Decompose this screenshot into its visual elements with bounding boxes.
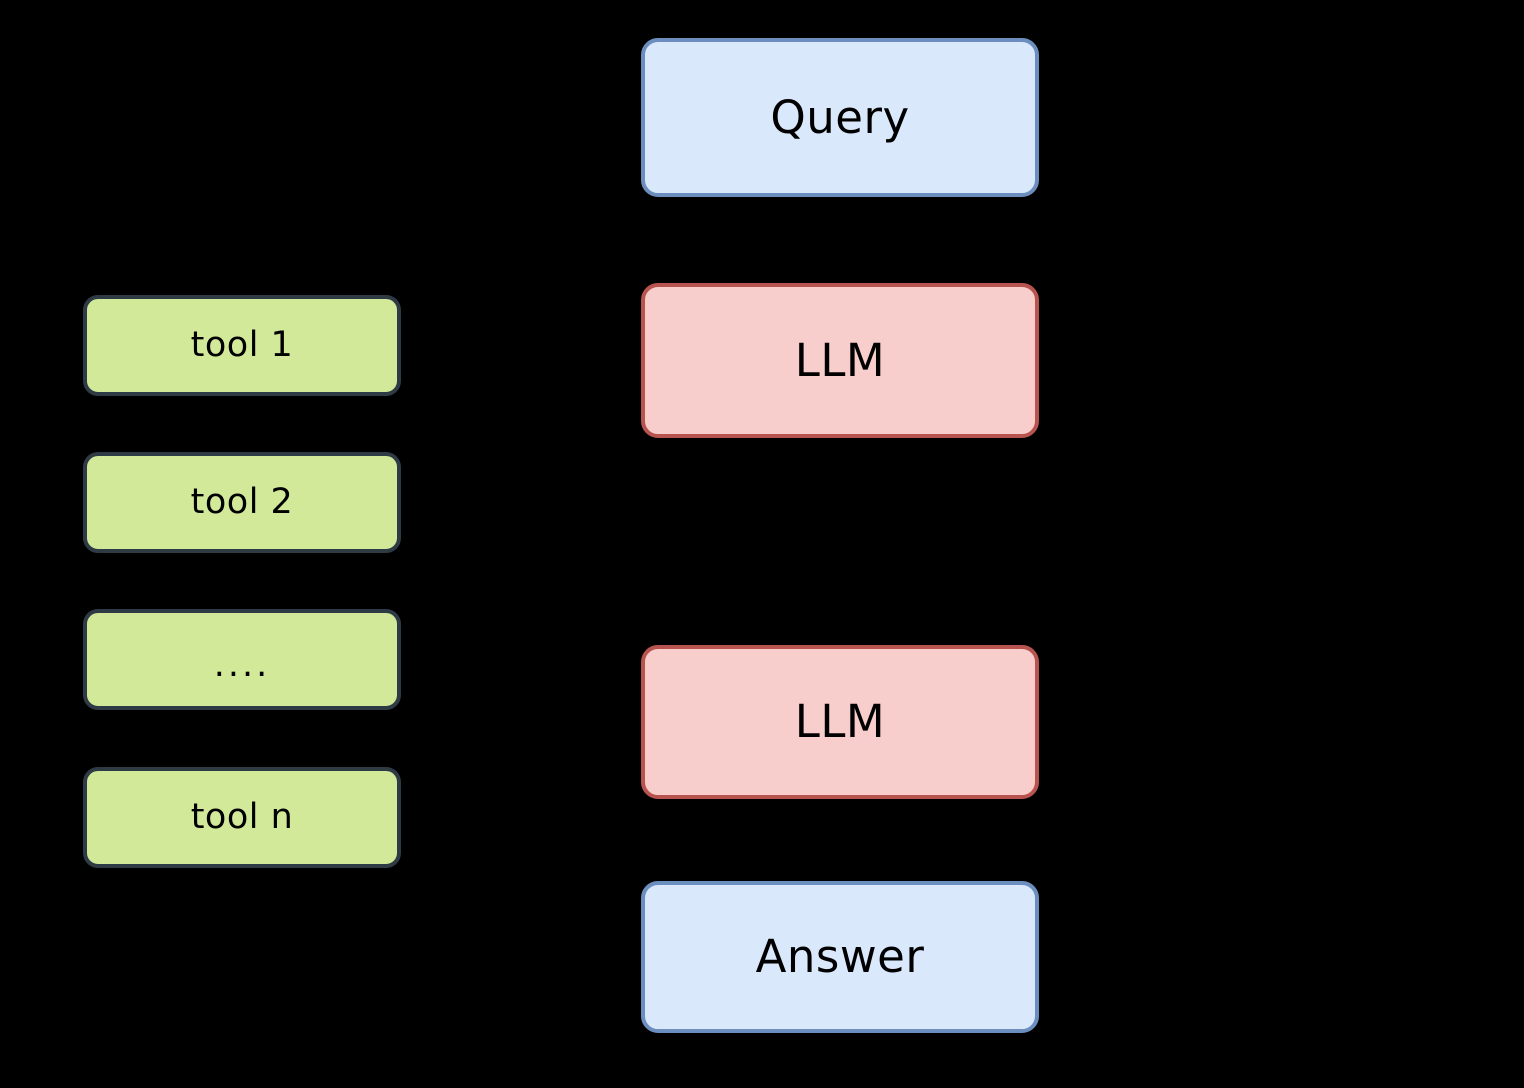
tool-node-ellipsis[interactable]: .... (83, 609, 401, 710)
answer-node-label: Answer (755, 930, 925, 984)
query-node-label: Query (770, 90, 910, 144)
answer-node[interactable]: Answer (641, 881, 1039, 1033)
tool-node-n[interactable]: tool n (83, 767, 401, 868)
llm-node-1-label: LLM (794, 333, 886, 387)
llm-node-2[interactable]: LLM (641, 645, 1039, 799)
tool-node-2-label: tool 2 (190, 482, 294, 523)
tool-node-2[interactable]: tool 2 (83, 452, 401, 553)
llm-node-2-label: LLM (794, 695, 886, 749)
llm-node-1[interactable]: LLM (641, 283, 1039, 438)
tool-node-n-label: tool n (190, 797, 294, 838)
tool-node-ellipsis-label: .... (213, 645, 271, 686)
tool-node-1-label: tool 1 (190, 325, 294, 366)
tool-node-1[interactable]: tool 1 (83, 295, 401, 396)
query-node[interactable]: Query (641, 38, 1039, 197)
